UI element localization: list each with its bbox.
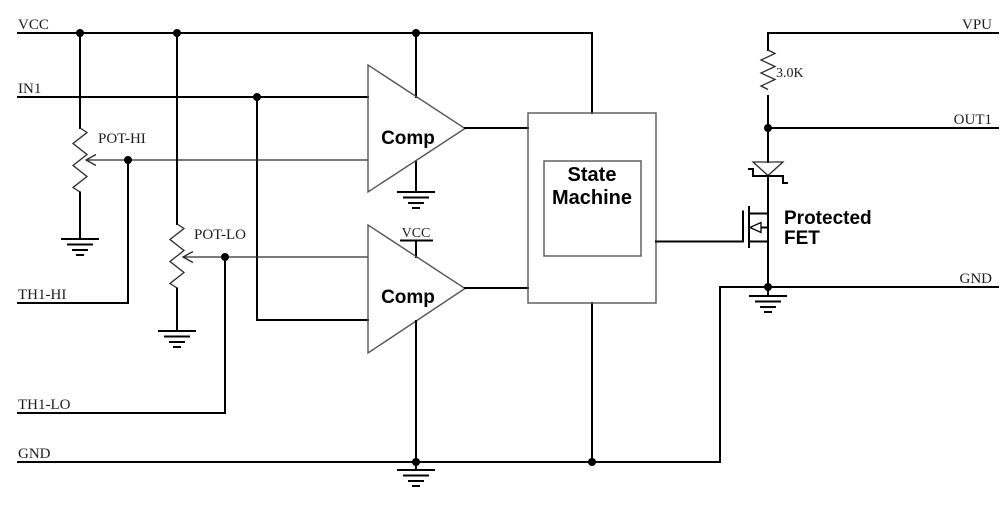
junction-dot: [253, 93, 261, 101]
th1-lo-rail: TH1-LO: [17, 256, 226, 414]
ground-symbol: [397, 461, 435, 487]
vpu-rail: VPU: [767, 17, 999, 51]
state-machine-inner-box: [543, 160, 642, 257]
comparator-bottom-supply-label: VCC: [402, 226, 431, 241]
protected-fet-label-line2: FET: [784, 228, 820, 249]
comparator-top: Comp: [367, 32, 529, 209]
state-machine-outer-box: [527, 112, 657, 304]
zener-anode-triangle: [751, 161, 785, 177]
out1-rail-label: OUT1: [954, 112, 992, 128]
junction-dot: [124, 156, 132, 164]
protected-fet-label-line1: Protected: [784, 208, 872, 229]
ground-bars: [158, 330, 196, 348]
pullup-resistor: 3.0K: [759, 49, 804, 163]
pot-lo-resistor-zigzag: [168, 223, 186, 289]
comparator-bottom: VCC Comp: [367, 223, 529, 487]
state-machine: State Machine: [527, 112, 744, 463]
ground-symbol: [61, 238, 99, 256]
gnd-rail-left: GND: [17, 286, 721, 466]
th1-hi-rail: TH1-HI: [17, 159, 129, 304]
in1-rail: IN1: [17, 81, 369, 321]
fet-body-arrowhead-icon: [748, 221, 762, 234]
ground-symbol: [158, 330, 196, 348]
gnd-rail-left-label: GND: [18, 446, 51, 462]
pot-lo-label: POT-LO: [194, 227, 246, 243]
ground-bars: [61, 238, 99, 256]
protected-fet: Protected FET: [742, 175, 872, 313]
ground-bars: [397, 461, 435, 487]
ground-symbol: [749, 286, 787, 313]
vcc-rail: VCC: [17, 17, 593, 114]
gnd-rail-right: GND: [719, 271, 999, 291]
ground-bars: [749, 286, 787, 313]
comparator-top-triangle: [367, 63, 467, 194]
ground-bars: [397, 191, 435, 209]
th1-lo-rail-wire: [17, 256, 226, 414]
gnd-rail-right-label: GND: [960, 271, 993, 287]
state-machine-label-line2: Machine: [552, 187, 632, 209]
th1-hi-rail-label: TH1-HI: [18, 287, 66, 303]
pot-hi-resistor-zigzag: [71, 127, 89, 193]
pot-hi: POT-HI: [61, 32, 368, 256]
ground-symbol: [397, 191, 435, 209]
state-machine-label-line1: State: [568, 164, 617, 186]
vpu-rail-label: VPU: [962, 17, 992, 33]
vpu-rail-wire: [767, 32, 999, 51]
junction-dot: [221, 253, 229, 261]
vcc-rail-wire: [17, 32, 593, 114]
in1-branch-wire: [256, 96, 369, 321]
out1-rail: OUT1: [764, 112, 999, 132]
th1-hi-rail-wire: [17, 159, 129, 304]
pot-hi-label: POT-HI: [98, 131, 146, 147]
pullup-resistor-zigzag: [759, 49, 777, 91]
wiper-arrowhead-icon: [181, 250, 194, 264]
pot-lo: POT-LO: [158, 32, 368, 348]
in1-rail-label: IN1: [18, 81, 41, 97]
comparator-bottom-label: Comp: [381, 287, 435, 308]
wiper-arrowhead-icon: [84, 153, 97, 167]
gnd-rail-left-wire: [17, 286, 721, 463]
th1-lo-rail-label: TH1-LO: [18, 397, 71, 413]
comparator-top-label: Comp: [381, 128, 435, 149]
pullup-resistor-value: 3.0K: [776, 66, 804, 81]
vcc-rail-label: VCC: [18, 17, 49, 33]
